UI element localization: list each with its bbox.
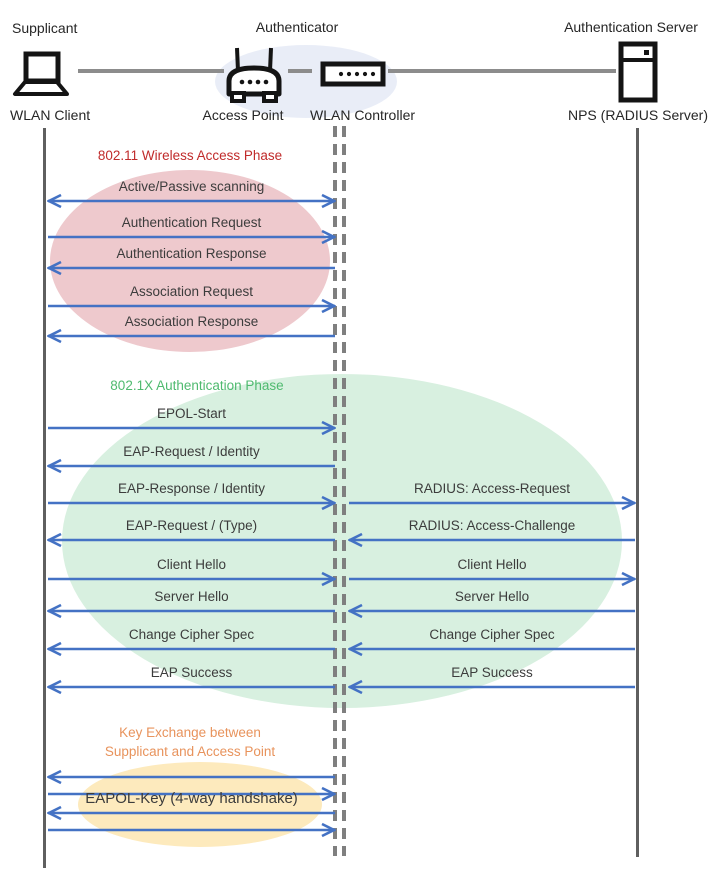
message-label: Association Request [129,284,254,299]
message-arrow [47,328,336,344]
phase-title-key-exchange-line1: Key Exchange between [119,725,261,740]
message-label: Server Hello [454,589,530,604]
message-arrow [47,603,336,619]
device-label-access-point: Access Point [202,107,284,123]
connector-line [78,69,224,73]
message-label: Server Hello [154,589,229,604]
message-label: Change Cipher Spec [429,627,555,642]
role-label-authentication-server: Authentication Server [564,19,698,35]
message-arrow [348,679,636,695]
lifeline-authenticator-right [342,126,346,856]
message-arrow [47,805,336,821]
lifeline-authenticator-left [333,126,337,856]
message-arrow [47,822,336,838]
message-arrow [47,458,336,474]
message-label: EAP-Response / Identity [117,481,266,496]
message-label: Client Hello [457,557,527,572]
message-arrow [47,260,336,276]
message-label: EAP Success [451,665,533,680]
message-arrow [47,420,336,436]
message-arrow [47,571,336,587]
message-label: Authentication Request [121,215,262,230]
phase-title-wireless-access: 802.11 Wireless Access Phase [97,148,283,163]
connector-line [388,69,616,73]
message-label: Authentication Response [116,246,267,261]
message-arrow [47,641,336,657]
lifeline-wlan-client [43,128,46,868]
device-label-nps-radius-server: NPS (RADIUS Server) [567,107,709,123]
phase-title-key-exchange-line2: Supplicant and Access Point [104,744,276,759]
role-label-authenticator: Authenticator [255,19,339,35]
message-arrow [348,495,636,511]
message-arrow [47,298,336,314]
message-label: Client Hello [156,557,227,572]
role-label-supplicant: Supplicant [12,20,78,36]
laptop-icon [12,51,70,97]
message-label: Change Cipher Spec [128,627,255,642]
message-arrow [47,229,336,245]
message-arrow [47,769,336,785]
phase-title-key-exchange: Key Exchange between Supplicant and Acce… [50,723,330,761]
message-arrow [348,641,636,657]
message-label: EPOL-Start [156,406,227,421]
message-arrow [47,786,336,802]
server-icon [618,41,658,103]
message-arrow [348,571,636,587]
message-arrow [47,495,336,511]
wlan-controller-icon [320,61,386,87]
message-arrow [47,679,336,695]
message-label: Active/Passive scanning [118,179,265,194]
device-label-wlan-client: WLAN Client [10,107,91,123]
connector-line [288,69,312,73]
message-arrow [47,193,336,209]
message-label: RADIUS: Access-Request [413,481,571,496]
message-label: EAP-Request / Identity [123,444,260,459]
message-arrow [47,532,336,548]
access-point-icon [226,45,282,105]
message-label: EAP Success [150,665,233,680]
message-label: Association Response [124,314,259,329]
lifeline-radius-server [636,128,639,857]
message-label: EAP-Request / (Type) [125,518,258,533]
device-label-wlan-controller: WLAN Controller [309,107,416,123]
message-arrow [348,603,636,619]
phase-title-authentication: 802.1X Authentication Phase [110,378,284,393]
message-label: EAPOL-Key (4-way handshake) [85,790,298,807]
message-arrow [348,532,636,548]
message-label: RADIUS: Access-Challenge [408,518,576,533]
